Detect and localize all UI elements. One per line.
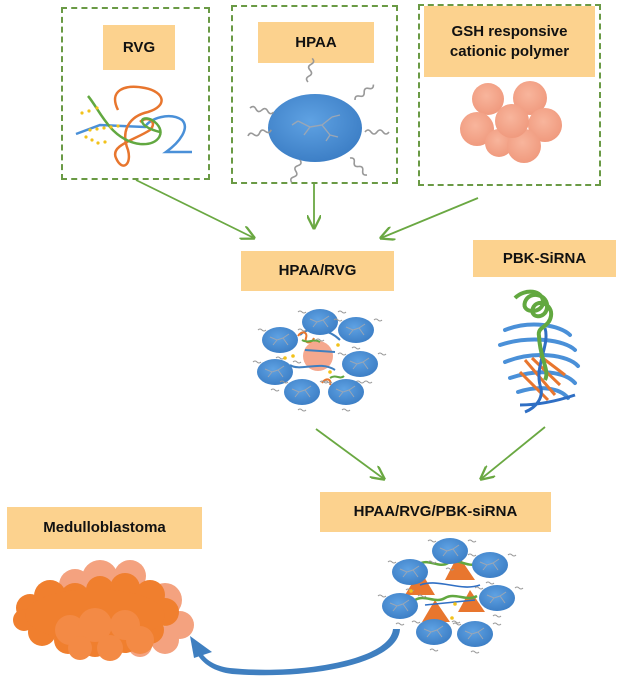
hpaa-label: HPAA xyxy=(258,22,374,63)
gsh-polymer-label-line1: GSH responsive xyxy=(451,23,568,40)
gsh-polymer-panel xyxy=(418,4,601,186)
rvg-panel xyxy=(61,7,210,180)
medulloblastoma-tumor-illustration xyxy=(13,560,194,661)
medulloblastoma-label-text: Medulloblastoma xyxy=(43,519,166,537)
arrow-complex-to-product xyxy=(315,428,384,479)
hpaa-label-text: HPAA xyxy=(295,33,337,51)
product-label-text: HPAA/RVG/PBK-siRNA xyxy=(353,503,518,521)
hpaa-panel xyxy=(231,5,398,184)
hpaa-nanoparticle-illustration xyxy=(246,57,390,185)
product-label: HPAA/RVG/PBK-siRNA xyxy=(320,492,551,532)
gsh-polymer-label-line2: cationic polymer xyxy=(449,42,570,60)
product-complex-illustration xyxy=(377,537,524,654)
arrow-sirna-to-product xyxy=(481,426,546,479)
arrow-rvg-to-complex xyxy=(135,179,254,238)
pbk-sirna-label-text: PBK-SiRNA xyxy=(502,249,587,267)
rvg-label: RVG xyxy=(103,25,175,70)
rvg-peptide-illustration xyxy=(75,85,192,167)
rvg-label-text: RVG xyxy=(122,38,156,56)
hpaa-rvg-complex-illustration xyxy=(252,308,387,412)
hpaa-rvg-label: HPAA/RVG xyxy=(241,251,394,291)
delivery-arrow xyxy=(190,629,400,676)
arrow-polymer-to-complex xyxy=(381,197,479,238)
gsh-polymer-label: GSH responsive cationic polymer xyxy=(424,6,595,77)
pbk-sirna-label: PBK-SiRNA xyxy=(473,240,616,277)
gsh-polymer-illustration xyxy=(460,81,562,163)
medulloblastoma-label: Medulloblastoma xyxy=(7,507,202,549)
pbk-sirna-illustration xyxy=(498,289,580,414)
hpaa-rvg-label-text: HPAA/RVG xyxy=(278,262,357,280)
